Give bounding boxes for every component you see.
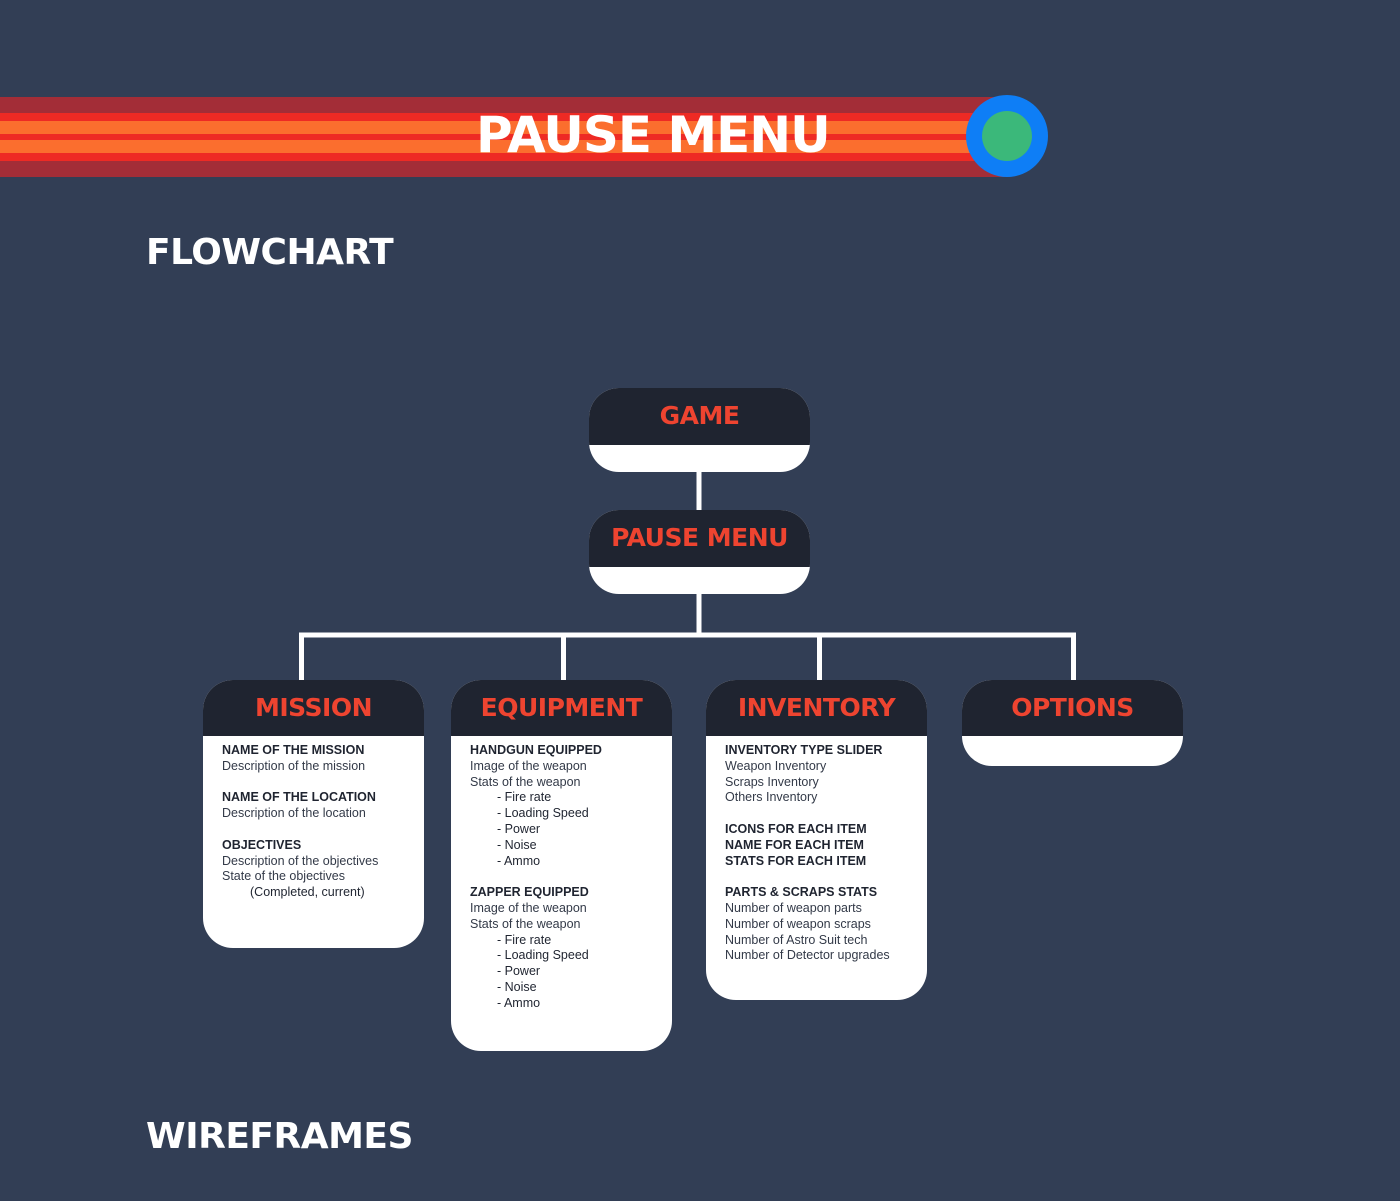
line-spacer [222, 822, 414, 838]
node-line-heading: OBJECTIVES [222, 837, 302, 852]
node-line-text: - Loading Speed [497, 806, 589, 821]
node-line-heading: INVENTORY TYPE SLIDER [725, 743, 883, 757]
node-line-text: Number of Detector upgrades [725, 948, 890, 963]
node-game-title: GAME [589, 388, 810, 445]
node-line-heading: HANDGUN EQUIPPED [470, 743, 602, 757]
circle-badge-icon [966, 95, 1048, 177]
node-line-text: Stats of the weapon [470, 774, 581, 789]
node-line-text: Number of weapon parts [725, 900, 862, 915]
node-pause-menu: PAUSE MENU [589, 510, 810, 594]
node-line-text: - Fire rate [497, 790, 552, 805]
node-line-text: Image of the weapon [470, 758, 587, 773]
node-line-text: - Noise [497, 979, 537, 994]
node-line-text: Description of the objectives [222, 853, 379, 868]
node-line-text: Scraps Inventory [725, 774, 819, 789]
node-line-text: - Noise [497, 837, 537, 852]
node-line-text: - Fire rate [497, 932, 552, 947]
node-line-heading: NAME FOR EACH ITEM [725, 837, 864, 852]
node-line-heading: ZAPPER EQUIPPED [470, 885, 589, 900]
node-line-text: Number of Astro Suit tech [725, 932, 868, 947]
node-line-text: - Loading Speed [497, 948, 589, 963]
node-line-text: - Power [497, 964, 541, 979]
node-equipment-title: EQUIPMENT [451, 680, 672, 736]
node-inventory-title: INVENTORY [706, 680, 927, 736]
node-line-text: Weapon Inventory [725, 758, 827, 773]
node-line-text: State of the objectives [222, 869, 345, 884]
node-line-text: Stats of the weapon [470, 916, 581, 931]
banner-stripe-center [0, 134, 1010, 140]
node-line-text: Description of the location [222, 806, 366, 821]
node-line-text: Others Inventory [725, 790, 818, 805]
node-line-heading: STATS FOR EACH ITEM [725, 853, 867, 868]
node-line-text: Image of the weapon [470, 900, 587, 915]
line-spacer [470, 869, 662, 885]
node-line-heading: PARTS & SCRAPS STATS [725, 885, 878, 900]
node-line-text: - Ammo [497, 853, 541, 868]
node-options: OPTIONS [962, 680, 1183, 766]
node-options-title: OPTIONS [962, 680, 1183, 736]
line-spacer [725, 806, 917, 822]
badge-inner-dot [982, 111, 1032, 161]
node-line-text: (Completed, current) [250, 885, 365, 900]
node-line-text: - Ammo [497, 995, 541, 1010]
node-line-text: - Power [497, 821, 541, 836]
node-line-text: Description of the mission [222, 758, 366, 773]
node-line-heading: ICONS FOR EACH ITEM [725, 821, 867, 836]
node-game: GAME [589, 388, 810, 472]
node-line-heading: NAME OF THE LOCATION [222, 790, 376, 805]
node-pause-menu-title: PAUSE MENU [589, 510, 810, 567]
node-mission-title: MISSION [203, 680, 424, 736]
page-title: PAUSE MENU [476, 106, 831, 164]
flowchart-heading: FLOWCHART [146, 232, 394, 273]
line-spacer [222, 775, 414, 791]
wireframes-heading: WIREFRAMES [146, 1116, 413, 1157]
line-spacer [725, 869, 917, 885]
header-banner [0, 97, 1010, 177]
node-line-heading: NAME OF THE MISSION [222, 743, 365, 757]
node-line-text: Number of weapon scraps [725, 916, 871, 931]
